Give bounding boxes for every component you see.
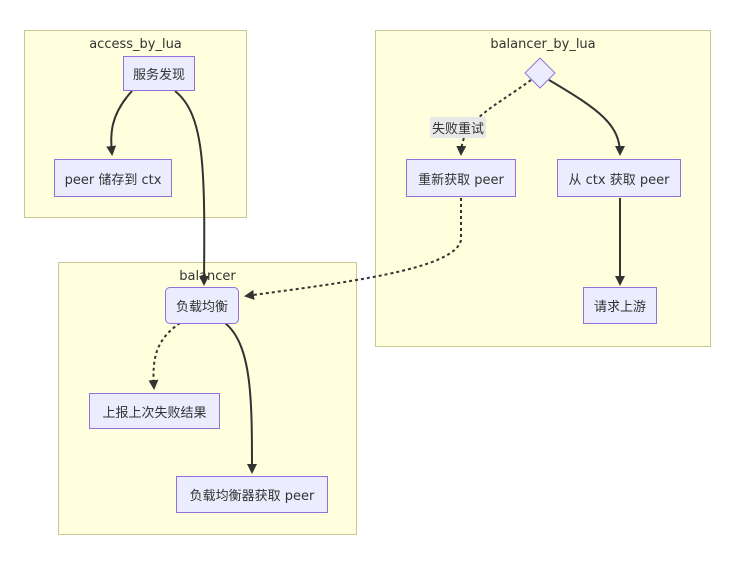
node-ctx-get-peer[interactable]: 从 ctx 获取 peer bbox=[557, 159, 681, 197]
node-regain-peer[interactable]: 重新获取 peer bbox=[406, 159, 516, 197]
cluster-title: access_by_lua bbox=[89, 37, 182, 52]
node-service-discovery[interactable]: 服务发现 bbox=[123, 56, 195, 91]
node-peer-store-ctx[interactable]: peer 储存到 ctx bbox=[54, 159, 172, 197]
node-lb-get-peer[interactable]: 负载均衡器获取 peer bbox=[176, 476, 328, 513]
cluster-title: balancer_by_lua bbox=[490, 37, 596, 52]
node-report-last-failure[interactable]: 上报上次失败结果 bbox=[89, 393, 220, 429]
node-load-balance[interactable]: 负载均衡 bbox=[165, 287, 239, 324]
edge-label-retry: 失败重试 bbox=[430, 117, 487, 138]
node-request-upstream[interactable]: 请求上游 bbox=[583, 287, 657, 324]
cluster-title: balancer bbox=[179, 269, 236, 284]
